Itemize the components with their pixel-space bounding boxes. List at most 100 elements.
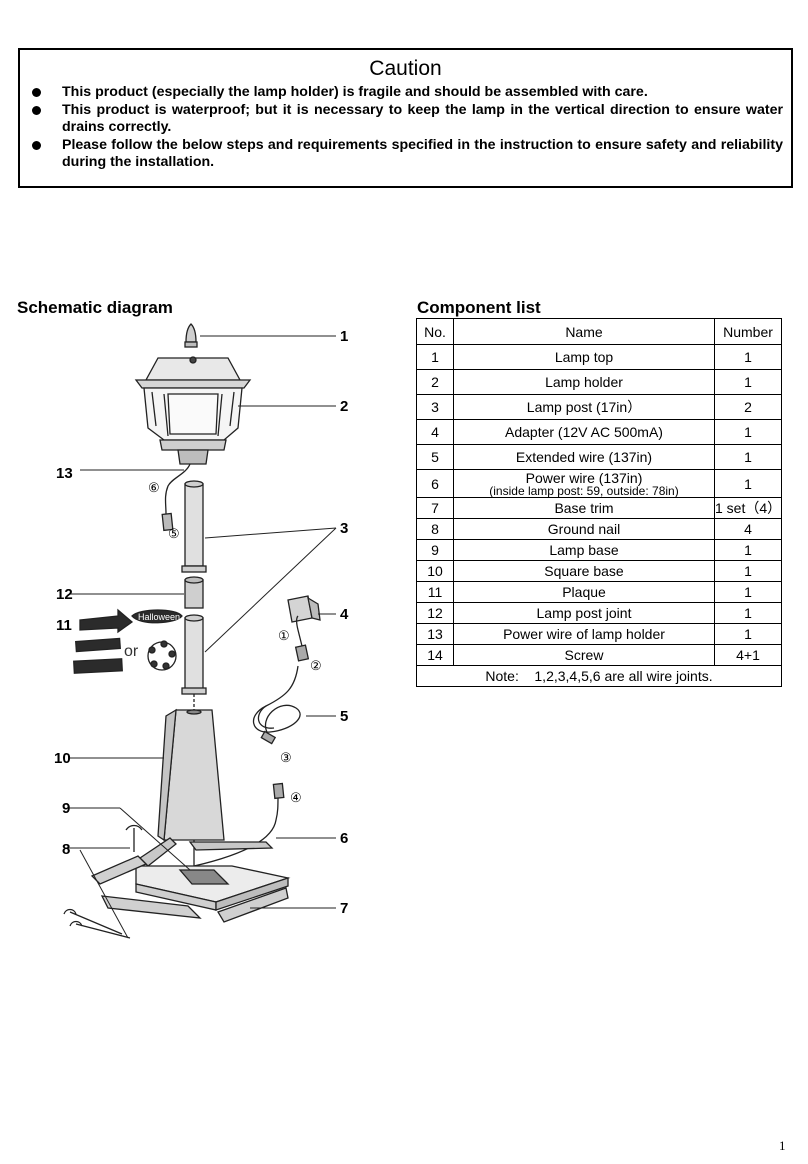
- callout-1: 1: [340, 328, 348, 345]
- caution-box: Caution This product (especially the lam…: [18, 48, 793, 188]
- cell-name-text: Ground nail: [547, 521, 621, 537]
- lamp-top-finial: [184, 323, 198, 348]
- cell-name-text: Lamp holder: [545, 374, 623, 390]
- caution-item-text: Please follow the below steps and requir…: [62, 136, 783, 171]
- extended-wire: [253, 665, 301, 745]
- cell-number: 1: [714, 581, 782, 603]
- power-wire: [193, 782, 285, 867]
- cell-number: 1: [714, 469, 782, 498]
- base-trim-and-lamp-base: [90, 837, 291, 923]
- table-row: 8 Ground nail 4: [416, 518, 782, 540]
- cell-number: 1: [714, 539, 782, 561]
- table-row: 1 Lamp top 1: [416, 344, 782, 370]
- cell-number: 1: [714, 602, 782, 624]
- table-row: 14 Screw 4+1: [416, 644, 782, 666]
- callout-10: 10: [54, 750, 71, 767]
- cell-no: 8: [416, 518, 454, 540]
- cell-name-text: Plaque: [562, 584, 606, 600]
- cell-number: 1: [714, 369, 782, 395]
- cell-name-text: Lamp top: [554, 349, 614, 365]
- lamp-holder-wire: [161, 463, 191, 532]
- cell-name: Ground nail: [453, 518, 715, 540]
- cell-no: 12: [416, 602, 454, 624]
- cell-number: 2: [714, 394, 782, 420]
- cell-name-text: Extended wire (137in): [515, 449, 653, 465]
- component-list-heading: Component list: [417, 298, 541, 317]
- cell-number: 4: [714, 518, 782, 540]
- cell-number: 1: [714, 344, 782, 370]
- cell-name: Square base: [453, 560, 715, 582]
- cell-number: 1: [714, 444, 782, 470]
- cell-name-text: Power wire (137in): [525, 469, 643, 486]
- cell-no: 2: [416, 369, 454, 395]
- caution-title: Caution: [369, 57, 442, 80]
- cell-name-text: Lamp post joint: [536, 605, 632, 621]
- cell-no: 3: [416, 394, 454, 420]
- connector-label-1: ①: [278, 628, 290, 643]
- cell-name: Lamp post (17in）: [453, 394, 715, 420]
- cell-name: Plaque: [453, 581, 715, 603]
- cell-name-text: Base trim: [554, 500, 614, 516]
- cell-number: 1 set（4）: [714, 497, 782, 519]
- ground-nails: [63, 824, 143, 939]
- table-note: Note: 1,2,3,4,5,6 are all wire joints.: [416, 665, 782, 687]
- cell-number: 4+1: [714, 644, 782, 666]
- adapter: [287, 595, 321, 662]
- cell-name: Extended wire (137in): [453, 444, 715, 470]
- cell-no: 9: [416, 539, 454, 561]
- connector-label-2: ②: [310, 658, 322, 673]
- square-base-column: [157, 708, 225, 842]
- bullet-icon: [32, 88, 41, 97]
- lamp-post-upper: [181, 480, 207, 573]
- cell-no: 1: [416, 344, 454, 370]
- cell-name-text: Screw: [564, 647, 604, 663]
- cell-name-text: Square base: [544, 563, 624, 579]
- callout-6: 6: [340, 830, 348, 847]
- leader-lines: [66, 335, 337, 939]
- cell-name: Lamp top: [453, 344, 715, 370]
- caution-item-text: This product (especially the lamp holder…: [62, 84, 648, 100]
- lamp-post-lower: [181, 614, 207, 710]
- cell-name: Screw: [453, 644, 715, 666]
- bullet-icon: [32, 140, 41, 150]
- cell-name: Lamp base: [453, 539, 715, 561]
- header-no: No.: [416, 318, 454, 345]
- table-row: 7 Base trim 1 set（4）: [416, 497, 782, 519]
- or-label: or: [124, 643, 139, 660]
- cell-name: Adapter (12V AC 500mA): [453, 419, 715, 445]
- plaque-label: Halloween: [138, 612, 180, 622]
- connector-label-3: ③: [280, 750, 292, 765]
- cell-name-subtext: (inside lamp post: 59, outside: 78in): [489, 483, 679, 498]
- caution-item: Please follow the below steps and requir…: [32, 137, 783, 172]
- caution-item: This product (especially the lamp holder…: [32, 84, 783, 102]
- cell-name: Power wire of lamp holder: [453, 623, 715, 645]
- plaque-set: Halloween or: [73, 608, 183, 674]
- page-number: 1: [779, 1138, 786, 1153]
- schematic-diagram: Halloween or: [54, 323, 349, 939]
- cell-no: 7: [416, 497, 454, 519]
- cell-name: Base trim: [453, 497, 715, 519]
- schematic-heading: Schematic diagram: [17, 298, 173, 317]
- cell-name: Lamp post joint: [453, 602, 715, 624]
- callout-13: 13: [56, 465, 73, 482]
- table-header-row: No. Name Number: [416, 318, 782, 345]
- cell-name-text: Power wire of lamp holder: [503, 626, 665, 642]
- cell-no: 13: [416, 623, 454, 645]
- cell-name-text: Lamp base: [549, 542, 619, 558]
- cell-name-text: Adapter (12V AC 500mA): [505, 424, 663, 440]
- cell-no: 14: [416, 644, 454, 666]
- cell-no: 6: [416, 469, 454, 498]
- bullet-icon: [32, 105, 41, 115]
- lamp-post-joint: [184, 576, 204, 609]
- caution-item: This product is waterproof; but it is ne…: [32, 102, 783, 137]
- callout-2: 2: [340, 398, 348, 415]
- cell-name: Lamp holder: [453, 369, 715, 395]
- callout-3: 3: [340, 520, 348, 537]
